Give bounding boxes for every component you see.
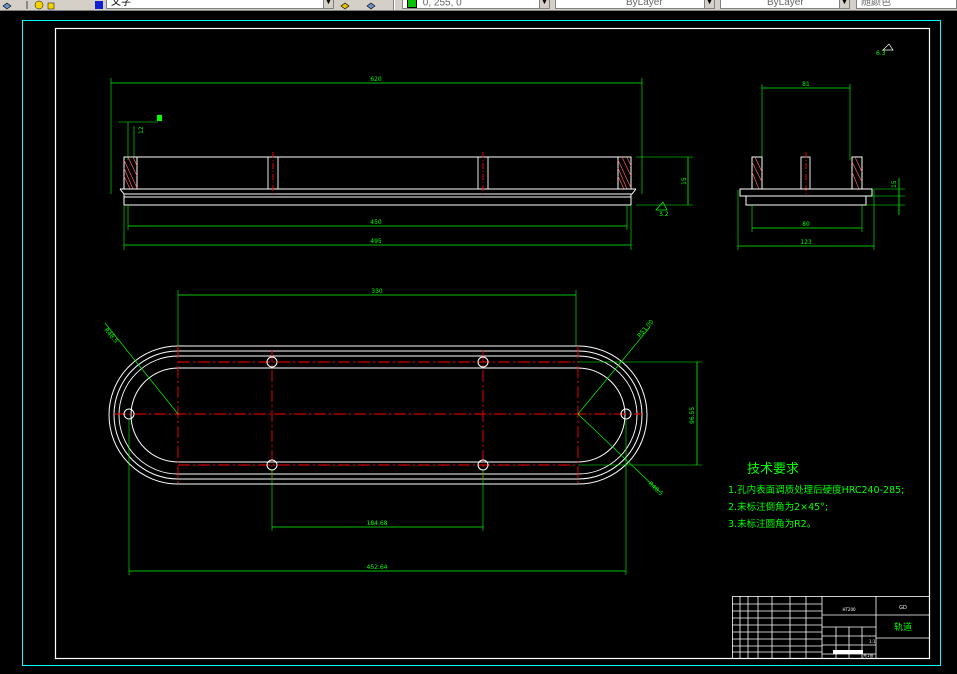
dim-total-length: 452.64 — [367, 564, 388, 571]
dim-overall-length: 620 — [370, 76, 382, 83]
roughness-box — [157, 115, 162, 121]
dim-overall-width: 123 — [800, 239, 812, 246]
chevron-down-icon[interactable]: ▼ — [839, 0, 849, 8]
dim-hole-spacing: 330 — [371, 288, 383, 295]
lock-icon[interactable] — [46, 0, 56, 10]
lineweight-combo[interactable]: ByLayer ▼ — [720, 0, 850, 9]
toolbar-separator — [393, 0, 395, 10]
color-square-icon[interactable] — [94, 0, 104, 9]
chevron-down-icon[interactable]: ▼ — [539, 0, 549, 8]
color-swatch-icon — [407, 0, 417, 8]
dim-inner-length: 450 — [370, 219, 382, 226]
text-style-combo[interactable]: 文字 ▼ — [106, 0, 334, 9]
title-block — [732, 596, 930, 659]
dim-side-height: 15 — [891, 180, 898, 188]
dim-hole-pitch: 184.68 — [367, 520, 388, 527]
outer-frame — [22, 20, 941, 666]
sun-icon[interactable] — [34, 0, 44, 10]
layer-state-icon[interactable] — [340, 0, 350, 10]
dim-chamfer: 12 — [138, 126, 145, 134]
dim-height: 15 — [681, 177, 688, 185]
text-style-value: 文字 — [111, 0, 131, 8]
color-value: 0, 255, 0 — [422, 0, 462, 9]
drawing-canvas[interactable]: 620 12 15 3.2 450 — [0, 11, 957, 674]
roughness-corner: 6.3 — [876, 50, 886, 57]
inner-frame — [54, 27, 931, 660]
plotstyle-value: 随颜色 — [861, 0, 891, 8]
notes-item-1: 1.孔内表面调质处理后硬度HRC240-285; — [728, 484, 904, 496]
side-view: 81 15 80 123 6.3 — [737, 43, 905, 250]
title-sheet: 共1张 — [863, 652, 874, 658]
notes-item-2: 2.未标注倒角为2×45°; — [728, 501, 828, 513]
dim-radius-right: R51.00 — [636, 318, 655, 339]
notes-heading: 技术要求 — [747, 462, 799, 477]
dim-width: 96.55 — [689, 407, 696, 424]
layers-icon[interactable] — [2, 0, 12, 10]
title-material: HT200 — [842, 607, 856, 612]
dim-base-length: 495 — [370, 238, 382, 245]
notes-item-3: 3.未标注圆角为R2。 — [728, 518, 816, 530]
layer-previous-icon[interactable] — [366, 0, 376, 10]
title-drawing-name: 轨道 — [894, 621, 912, 633]
chevron-down-icon[interactable]: ▼ — [323, 0, 333, 8]
linetype-combo[interactable]: ByLayer ▼ — [555, 0, 715, 9]
dim-inner-width: 80 — [802, 221, 810, 228]
dim-radius-lower: R48.5 — [647, 480, 665, 497]
color-combo[interactable]: 0, 255, 0 ▼ — [402, 0, 550, 9]
properties-toolbar: 文字 ▼ 0, 255, 0 ▼ ByLayer ▼ ByLayer ▼ 随颜色 — [0, 0, 957, 11]
plotstyle-combo[interactable]: 随颜色 — [856, 0, 957, 9]
lineweight-value: ByLayer — [767, 0, 804, 8]
technical-notes: 技术要求 1.孔内表面调质处理后硬度HRC240-285; 2.未标注倒角为2×… — [728, 462, 904, 530]
plan-view: 330 96.55 184.68 452.64 R48.5 R51.00 R48… — [102, 288, 702, 575]
title-scale: 1:1 — [869, 639, 876, 644]
linetype-value: ByLayer — [626, 0, 663, 8]
chevron-down-icon[interactable]: ▼ — [704, 0, 714, 8]
title-part-code: GD — [899, 605, 907, 611]
roughness-value: 3.2 — [659, 211, 669, 218]
bulb-icon[interactable] — [22, 0, 32, 9]
front-view: 620 12 15 3.2 450 — [110, 76, 693, 250]
dim-top-width: 81 — [802, 81, 810, 88]
dim-radius-left: R48.5 — [102, 327, 119, 345]
